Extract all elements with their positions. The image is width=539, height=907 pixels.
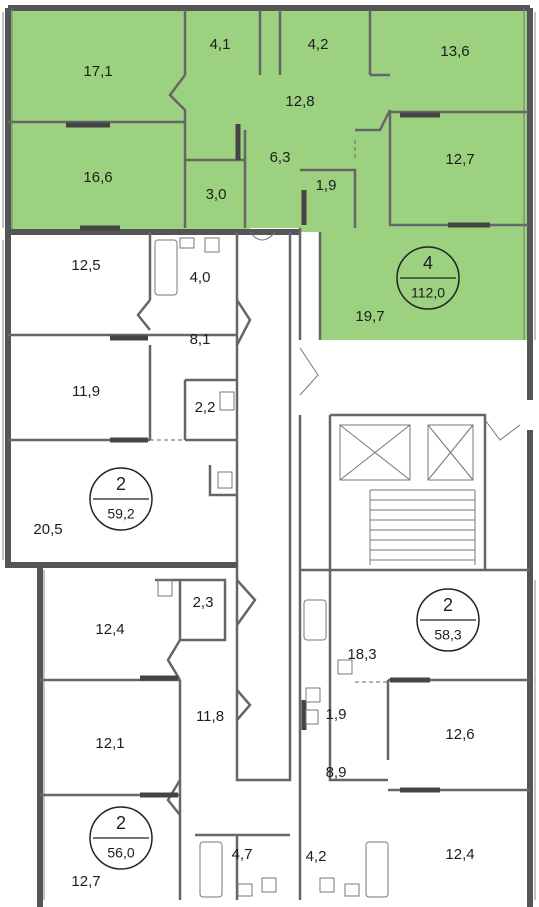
apartment-2-right-labels: 18,3 1,9 12,6 8,9 4,2 12,4 xyxy=(306,646,475,865)
apartment-2-left-bottom-labels: 12,4 2,3 11,8 12,1 4,7 12,7 xyxy=(71,594,252,890)
apartment-4-walls xyxy=(6,10,528,340)
badge-circle xyxy=(396,246,460,310)
room-area-label: 4,1 xyxy=(210,36,231,53)
room-area-label: 3,0 xyxy=(206,186,227,203)
room-area-label: 19,7 xyxy=(355,308,384,325)
badge-circle xyxy=(416,588,480,652)
room-area-label: 12,7 xyxy=(71,873,100,890)
room-area-label: 4,7 xyxy=(232,846,253,863)
room-area-label: 12,8 xyxy=(285,93,314,110)
room-area-label: 12,4 xyxy=(95,621,124,638)
apartment-2-left-middle-labels: 12,5 4,0 8,1 11,9 2,2 20,5 xyxy=(33,257,215,538)
room-area-label: 18,3 xyxy=(347,646,376,663)
room-area-label: 8,9 xyxy=(326,764,347,781)
badge-circle xyxy=(89,467,153,531)
apartment-4-area-fill xyxy=(6,8,528,340)
badge-total-area: 56,0 xyxy=(107,845,134,861)
badge-circle xyxy=(89,806,153,870)
badge-rooms-count: 4 xyxy=(423,253,433,273)
apartment-2-left-bottom-walls xyxy=(40,578,290,900)
apartment-badge[interactable]: 2 59,2 xyxy=(89,467,153,531)
room-area-label: 11,9 xyxy=(72,383,100,400)
room-area-label: 6,3 xyxy=(270,149,291,166)
apartment-badge[interactable]: 4 112,0 xyxy=(396,246,460,310)
room-area-label: 11,8 xyxy=(196,708,224,725)
apartment-badge[interactable]: 2 58,3 xyxy=(416,588,480,652)
room-area-label: 4,2 xyxy=(306,848,327,865)
building-outline xyxy=(2,5,536,907)
apartment-4-labels: 17,1 4,1 4,2 13,6 12,8 16,6 6,3 3,0 1,9 … xyxy=(83,36,474,325)
core-stairs-lifts xyxy=(298,347,521,570)
badge-rooms-count: 2 xyxy=(116,813,126,833)
apartment-badge[interactable]: 2 56,0 xyxy=(89,806,153,870)
room-area-label: 13,6 xyxy=(440,43,469,60)
room-area-label: 4,0 xyxy=(190,269,211,286)
room-area-label: 12,1 xyxy=(95,735,124,752)
room-area-label: 8,1 xyxy=(190,331,211,348)
room-area-label: 17,1 xyxy=(83,63,112,80)
apartment-2-left-middle-walls xyxy=(5,232,252,568)
badge-rooms-count: 2 xyxy=(116,474,126,494)
room-area-label: 12,7 xyxy=(445,151,474,168)
room-area-label: 16,6 xyxy=(83,169,112,186)
room-area-label: 20,5 xyxy=(33,521,62,538)
badge-total-area: 59,2 xyxy=(107,506,134,522)
room-area-label: 12,6 xyxy=(445,726,474,743)
room-area-label: 2,2 xyxy=(195,399,216,416)
room-area-label: 12,4 xyxy=(445,846,474,863)
room-area-label: 4,2 xyxy=(308,36,329,53)
apartment-2-right-walls xyxy=(298,568,530,900)
room-area-label: 1,9 xyxy=(316,177,337,194)
room-area-label: 2,3 xyxy=(193,594,214,611)
apartment-4-highlight[interactable] xyxy=(6,8,528,340)
badge-total-area: 112,0 xyxy=(411,285,445,301)
room-area-label: 1,9 xyxy=(326,706,347,723)
corridor xyxy=(235,231,292,782)
room-area-label: 12,5 xyxy=(71,257,100,274)
badge-rooms-count: 2 xyxy=(443,595,453,615)
badge-total-area: 58,3 xyxy=(434,627,461,643)
